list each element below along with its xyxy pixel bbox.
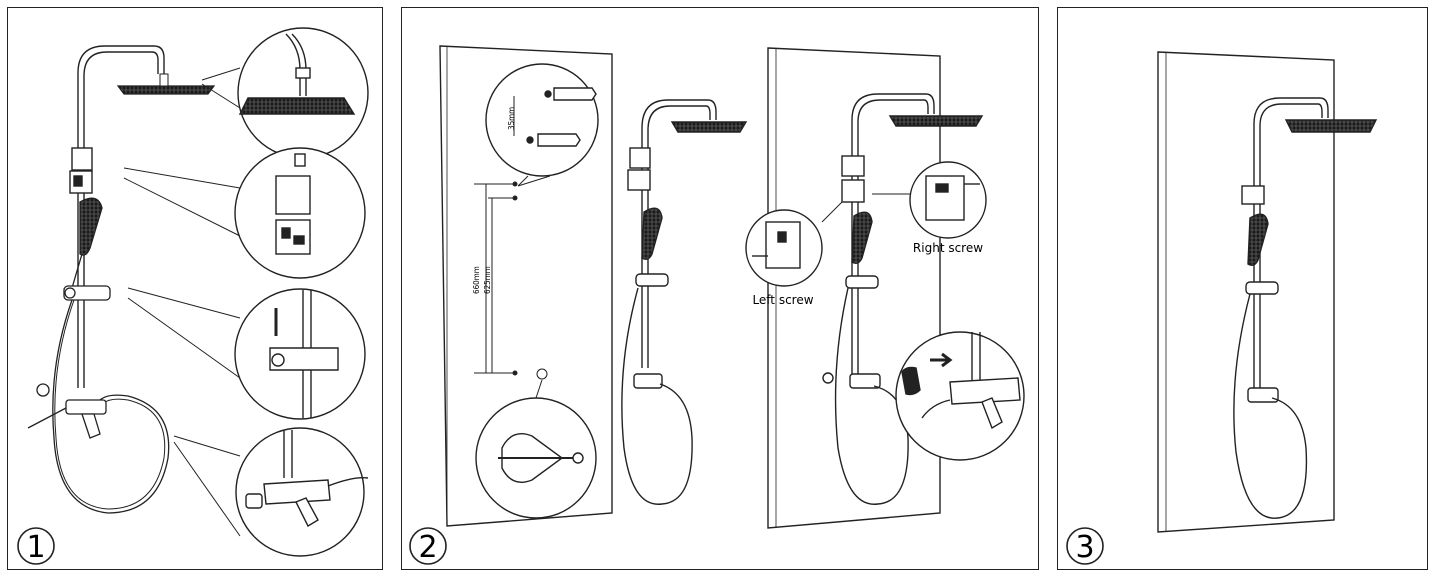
- shower-column-middle: [621, 99, 748, 505]
- installed-shower-column: [1233, 97, 1378, 519]
- callout-wall-plug: [475, 379, 597, 519]
- wall-panel-left: [439, 45, 613, 527]
- dimension-625: 625mm: [483, 266, 492, 294]
- step-2-panel: 660mm 625mm 35mm: [401, 7, 1039, 570]
- step-3-drawing: 3: [1066, 51, 1378, 565]
- wall-panel: [1157, 51, 1335, 533]
- callout-valve: [173, 427, 369, 557]
- slider-holder: [63, 285, 111, 301]
- callout-right-screw: [872, 161, 987, 239]
- rain-shower-head: [116, 73, 216, 95]
- step-1-drawing: 1: [17, 27, 369, 565]
- shower-hose: [52, 299, 170, 514]
- step-number-badge: 1: [17, 527, 55, 565]
- dimension-labels: 660mm 625mm: [472, 266, 492, 294]
- dimension-660: 660mm: [472, 266, 481, 294]
- callout-left-screw: [745, 201, 843, 287]
- step-3-panel: 3: [1057, 7, 1428, 570]
- mixer-valve: [27, 383, 107, 439]
- hand-shower: [71, 197, 103, 289]
- callout-valve-insert: [895, 331, 1025, 461]
- step-2-drawing: 660mm 625mm 35mm: [409, 45, 1025, 565]
- shower-column: [69, 45, 165, 388]
- callout-anchor-spacing: [485, 63, 599, 187]
- left-screw-label: Left screw: [752, 293, 813, 307]
- step-number-badge: 3: [1066, 527, 1104, 565]
- callout-bracket: [123, 147, 366, 279]
- step-number: 1: [26, 530, 45, 565]
- callout-showerhead: [201, 27, 369, 159]
- step-1-panel: 1: [7, 7, 383, 570]
- drill-marks: [474, 181, 548, 380]
- step-number-badge: 2: [409, 527, 447, 565]
- dimension-35: 35mm: [507, 107, 516, 130]
- right-screw-label: Right screw: [913, 241, 983, 255]
- step-number: 3: [1075, 530, 1094, 565]
- wall-panel-right: [767, 47, 941, 529]
- callout-slider: [127, 287, 366, 420]
- step-number: 2: [418, 530, 437, 565]
